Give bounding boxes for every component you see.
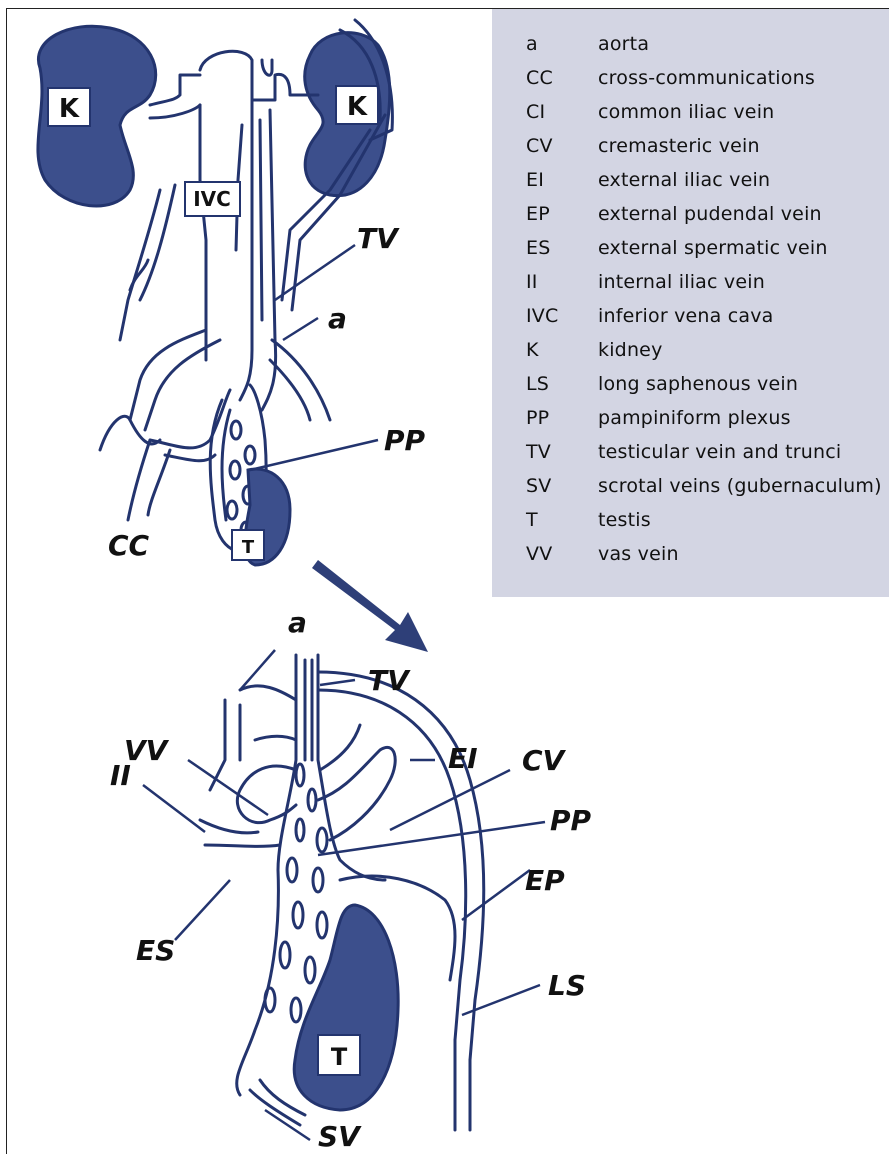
plexus-loop <box>280 942 290 968</box>
top-testis-label: T <box>242 537 255 558</box>
bottom-label-pp: PP <box>550 804 592 837</box>
plexus-loop <box>296 764 304 786</box>
top-diagram: K K IVC <box>38 20 426 565</box>
bottom-testis-label: T <box>331 1043 348 1071</box>
aorta-branch <box>240 686 296 700</box>
bottom-label-es: ES <box>136 934 175 967</box>
transition-arrow <box>312 560 428 652</box>
plexus-loop <box>317 912 327 938</box>
pointer-pp <box>250 440 378 470</box>
plexus-loop <box>231 421 241 439</box>
pointer-a <box>283 318 318 340</box>
pointer-ep <box>462 870 530 920</box>
aorta-left <box>240 105 252 400</box>
aorta-top <box>262 60 272 75</box>
plexus-loop <box>287 858 297 882</box>
renal-vein-left-lower <box>150 105 200 118</box>
renal-vein-left <box>150 75 200 105</box>
right-iliac <box>272 340 330 420</box>
vas-vein-upper <box>255 736 296 740</box>
plexus-loop <box>296 819 304 841</box>
bottom-diagram: T a TV VV EI CV II PP EP ES LS SV <box>110 606 592 1153</box>
pointer-ii <box>143 785 205 832</box>
plexus-loop <box>245 446 255 464</box>
pointer-a <box>240 650 275 690</box>
bottom-label-sv: SV <box>318 1120 362 1153</box>
pointer-es <box>175 880 230 940</box>
plexus-loop <box>293 902 303 928</box>
left-lower-branch-2 <box>148 450 170 515</box>
ivc-top <box>200 51 252 105</box>
plexus-loop <box>227 501 237 519</box>
bottom-label-ii: II <box>110 759 131 792</box>
bottom-label-ei: EI <box>448 742 478 775</box>
left-kidney-label: K <box>59 94 80 124</box>
cross-communication <box>150 390 230 448</box>
internal-iliac-2 <box>205 845 280 846</box>
left-lower-branch <box>128 440 150 520</box>
plexus-loop <box>265 988 275 1012</box>
plexus-loop <box>317 828 327 852</box>
bottom-testis-shape <box>294 905 398 1110</box>
bottom-label-a: a <box>288 606 307 639</box>
pointer-tv <box>320 680 355 685</box>
bottom-label-cv: CV <box>522 744 567 777</box>
ivc-wall-left <box>200 105 206 360</box>
top-label-cc: CC <box>108 529 150 562</box>
right-kidney-label: K <box>347 92 368 122</box>
bottom-label-ep: EP <box>525 864 565 897</box>
plexus-loop <box>313 868 323 892</box>
bottom-label-tv: TV <box>368 664 411 697</box>
top-label-pp: PP <box>384 424 426 457</box>
left-iliac-branch <box>100 416 160 450</box>
top-label-tv: TV <box>357 222 400 255</box>
top-label-a: a <box>328 302 347 335</box>
plexus-loop <box>305 957 315 983</box>
cremasteric-connection-2 <box>320 725 360 770</box>
pointer-vv <box>188 760 268 815</box>
ivc-label: IVC <box>193 187 231 211</box>
plexus-loop <box>230 461 240 479</box>
bottom-label-vv: VV <box>124 734 170 767</box>
plexus-loop <box>291 998 301 1022</box>
plexus-loop <box>308 789 316 811</box>
aorta-inner <box>260 120 262 320</box>
left-iliac-2 <box>145 340 220 430</box>
cross-communication-2 <box>165 455 215 461</box>
bottom-label-ls: LS <box>548 969 586 1002</box>
